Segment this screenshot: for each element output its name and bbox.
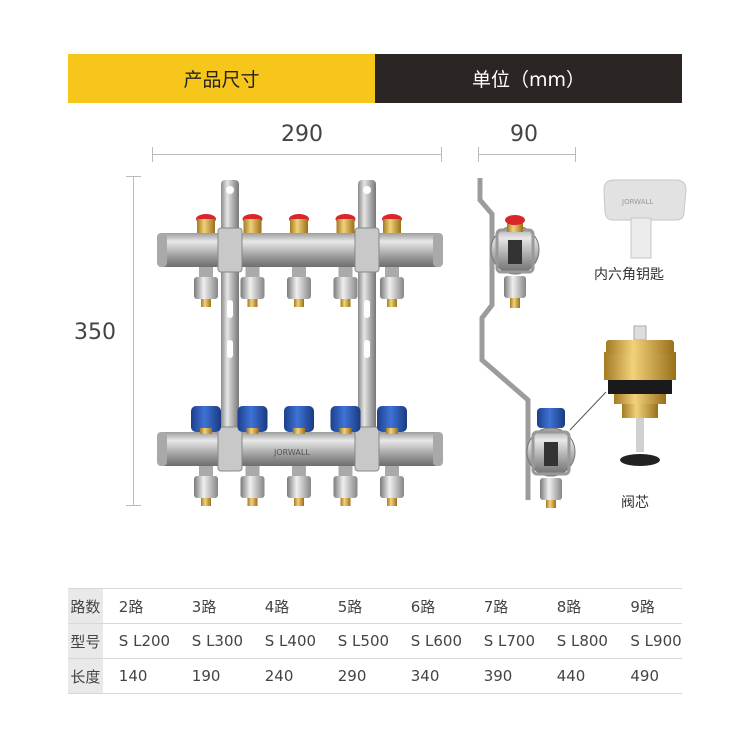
supply-valve xyxy=(380,214,404,307)
spec-cell: 4路 xyxy=(248,588,322,624)
spec-cell: 3路 xyxy=(175,588,249,624)
bracket-clamps xyxy=(217,227,380,472)
return-valve xyxy=(237,406,268,506)
width-dimension-line xyxy=(152,154,442,155)
spec-cell: 7路 xyxy=(467,588,541,624)
spec-cell: S L400 xyxy=(248,623,322,659)
return-valve xyxy=(377,406,407,506)
spec-cell: 5路 xyxy=(321,588,395,624)
spec-cell: 440 xyxy=(540,658,615,694)
height-dimension-line xyxy=(133,176,134,506)
return-valve-row xyxy=(191,406,407,506)
width-dimension-label: 290 xyxy=(281,122,323,147)
hex-key-caption: 内六角钥匙 xyxy=(594,267,664,283)
return-valve xyxy=(330,406,361,506)
mounting-bracket-left xyxy=(221,180,239,450)
supply-manifold-bar xyxy=(157,233,443,267)
spec-cell: S L500 xyxy=(321,623,395,659)
return-valve xyxy=(191,406,221,506)
spec-cell: S L300 xyxy=(175,623,249,659)
valve-core-caption: 阀芯 xyxy=(621,495,649,511)
header-product-size: 产品尺寸 xyxy=(68,54,375,103)
spec-cell: S L700 xyxy=(467,623,541,659)
spec-cell: 340 xyxy=(394,658,468,694)
header-unit: 单位（mm） xyxy=(375,54,682,103)
brand-mark: JORWALL xyxy=(273,448,310,457)
hex-key-illustration: JORWALL xyxy=(603,179,687,259)
mounting-bracket-right xyxy=(358,180,376,450)
height-dimension-label: 350 xyxy=(74,320,116,345)
supply-valve-row xyxy=(194,214,404,307)
spec-cell: S L800 xyxy=(540,623,615,659)
spec-row-label: 路数 xyxy=(68,588,103,624)
spec-cell: 2路 xyxy=(102,588,176,624)
side-view-illustration xyxy=(477,178,607,508)
width-dimension-tick-right xyxy=(441,147,442,162)
spec-cell: 490 xyxy=(614,658,682,694)
spec-cell: 6路 xyxy=(394,588,468,624)
spec-cell: 390 xyxy=(467,658,541,694)
spec-cell: 8路 xyxy=(540,588,615,624)
spec-cell: S L200 xyxy=(102,623,176,659)
depth-dimension-line xyxy=(478,154,576,155)
depth-dimension-label: 90 xyxy=(510,122,538,147)
spec-cell: 290 xyxy=(321,658,395,694)
valve-core-illustration xyxy=(604,325,676,466)
width-dimension-tick-left xyxy=(152,147,153,162)
spec-cell: 9路 xyxy=(614,588,682,624)
spec-cell: S L600 xyxy=(394,623,468,659)
spec-cell: 240 xyxy=(248,658,322,694)
spec-row-label: 长度 xyxy=(68,658,103,694)
spec-cell: 190 xyxy=(175,658,249,694)
depth-dimension-tick-right xyxy=(575,147,576,162)
supply-valve xyxy=(240,214,265,307)
header-bar: 产品尺寸 单位（mm） xyxy=(68,54,682,103)
supply-valve xyxy=(333,214,358,307)
height-dimension-tick-top xyxy=(126,176,141,177)
spec-cell: 140 xyxy=(102,658,176,694)
svg-text:JORWALL: JORWALL xyxy=(621,198,653,206)
height-dimension-tick-bottom xyxy=(126,505,141,506)
supply-valve xyxy=(287,214,311,307)
supply-valve xyxy=(194,214,218,307)
return-valve xyxy=(284,406,314,506)
spec-row-label: 型号 xyxy=(68,623,103,659)
spec-cell: S L900 xyxy=(614,623,682,659)
depth-dimension-tick-left xyxy=(478,147,479,162)
